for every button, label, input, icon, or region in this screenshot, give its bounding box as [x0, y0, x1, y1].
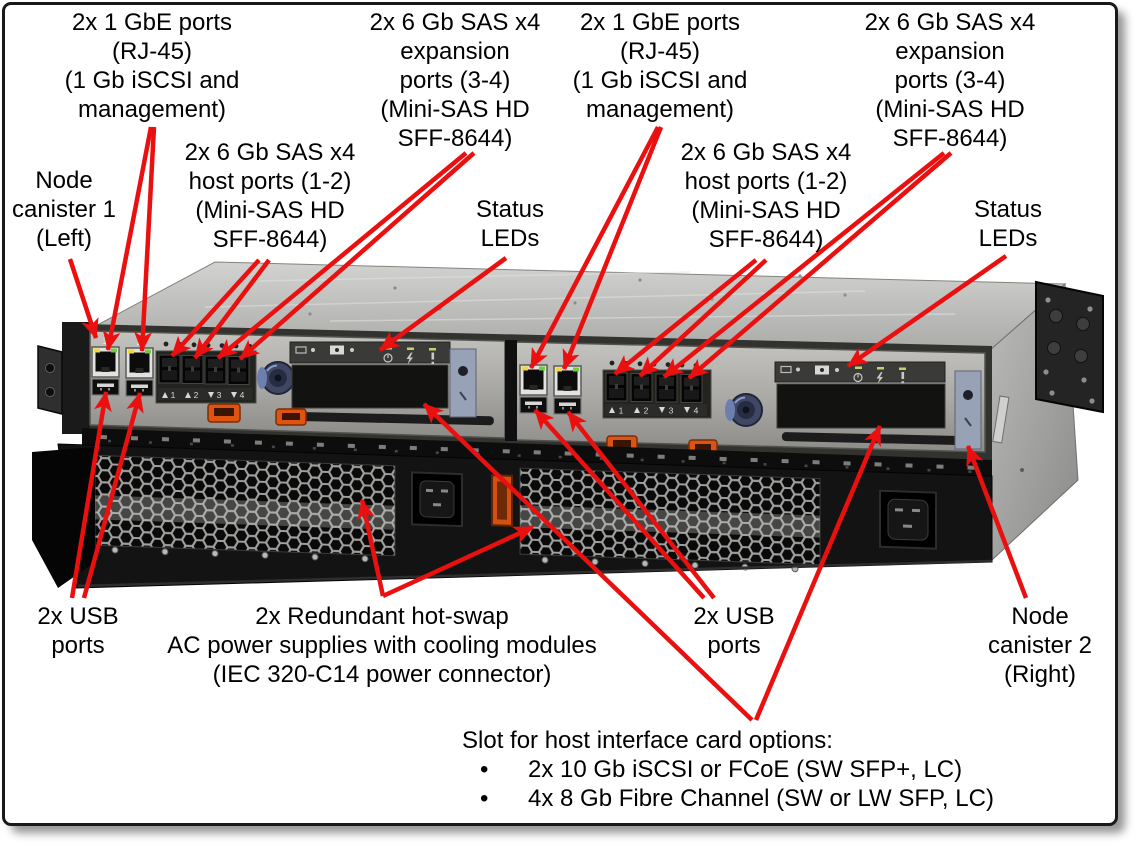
label-expansion-ports-right: 2x 6 Gb SAS x4 expansion ports (3-4) (Mi… [864, 9, 1036, 152]
label-status-leds-right: Status LEDs [973, 196, 1043, 252]
sas-port-2-canister-1 [181, 355, 204, 384]
rj45-port-1-canister-2 [519, 364, 548, 396]
left-bracket [37, 345, 63, 415]
arrow-usb-right-1 [533, 408, 706, 600]
arrow-hic-right [753, 425, 883, 721]
label-hic-slot-options: Slot for host interface card options: • … [462, 726, 994, 813]
sas-port-number: 2 [644, 406, 649, 416]
hic-slot-canister-2 [776, 383, 946, 429]
hic-slot-canister-1 [291, 364, 449, 409]
arrow-gbe-right-2 [561, 126, 664, 370]
arrow-status-right [846, 254, 1008, 368]
arrow-usb-left-2 [81, 392, 144, 599]
sas-port-number: 4 [240, 390, 245, 400]
annotation-arrows [67, 125, 1029, 722]
clock-icon [383, 353, 393, 363]
arrow-node-canister-2 [965, 445, 1029, 599]
rj45-port-1-canister-1 [91, 346, 120, 378]
usb-port-1-canister-2 [519, 396, 548, 414]
alert-icon [431, 352, 435, 365]
arrow-gbe-left-2 [134, 126, 157, 352]
arrow-exp-left-2 [238, 151, 476, 361]
canister-1-details: 1 2 [91, 336, 494, 426]
power-icon [876, 372, 883, 384]
arrow-usb-right-2 [566, 410, 716, 600]
sas-port-number: 1 [171, 390, 176, 400]
arrow-psu-1 [357, 499, 386, 597]
label-power-supplies: 2x Redundant hot-swap AC power supplies … [167, 603, 597, 688]
sas-port-number: 3 [669, 406, 674, 416]
sas-port-number: 1 [619, 406, 624, 416]
hic-option-2: • 4x 8 Gb Fibre Channel (SW or LW SFP, L… [480, 785, 994, 812]
label-host-ports-right: 2x 6 Gb SAS x4 host ports (1-2) (Mini-SA… [680, 139, 852, 253]
sas-port-3-canister-2 [655, 373, 678, 403]
release-latch-canister-1 [449, 348, 477, 418]
sas-port-number: 4 [694, 406, 699, 416]
sas-port-2-canister-2 [630, 373, 653, 402]
sas-port-1-canister-1 [158, 354, 181, 384]
chassis: 1 2 [32, 261, 1104, 589]
arrow-gbe-left-1 [102, 126, 154, 351]
arrow-status-left [378, 256, 508, 352]
status-led-icons-canister-1 [295, 345, 436, 365]
sas-port-1-canister-2 [605, 372, 628, 402]
label-usb-ports-left: 2x USB ports [37, 603, 119, 659]
canister-divider [505, 340, 517, 441]
arrow-host-right-1 [613, 258, 758, 376]
arrow-usb-left-1 [69, 391, 112, 599]
arrow-host-right-2 [638, 258, 768, 378]
release-latch-canister-2 [954, 370, 982, 450]
label-gbe-ports-right: 2x 1 GbE ports (RJ-45) (1 Gb iSCSI and m… [572, 9, 748, 123]
label-node-canister-1: Node canister 1 (Left) [11, 167, 117, 252]
rj45-port-2-canister-2 [553, 365, 582, 397]
bullet-glyph: • [480, 756, 489, 783]
status-led-strip-canister-1 [289, 341, 451, 364]
sas-port-3-canister-1 [204, 355, 227, 385]
power-inlet-psu-2 [879, 489, 937, 550]
status-led-icons-canister-2 [780, 365, 906, 384]
arrow-host-left-2 [193, 258, 271, 360]
arrow-exp-left-1 [216, 151, 468, 360]
power-inlet-psu-1 [411, 471, 463, 528]
label-gbe-ports-left: 2x 1 GbE ports (RJ-45) (1 Gb iSCSI and m… [64, 9, 240, 123]
arrow-hic-left [422, 402, 754, 722]
label-node-canister-2: Node canister 2 (Right) [987, 603, 1093, 688]
hic-option-1: • 2x 10 Gb iSCSI or FCoE (SW SFP+, LC) [480, 756, 963, 783]
hic-slot-title: Slot for host interface card options: [462, 727, 833, 754]
arrow-exp-right-2 [687, 151, 953, 380]
usb-port-2-canister-2 [553, 397, 582, 415]
psu-modules [51, 454, 937, 573]
alert-icon [901, 372, 905, 384]
rack-bracket [1035, 280, 1104, 414]
arrow-host-left-1 [170, 258, 261, 358]
gbe-port-number: 1 [102, 336, 107, 346]
sas-port-number: 3 [217, 390, 222, 400]
bullet-glyph: • [480, 785, 489, 812]
status-led-strip-canister-2 [774, 361, 946, 383]
arrow-gbe-right-1 [529, 125, 660, 370]
left-end-cap [62, 322, 90, 434]
label-status-leds-left: Status LEDs [475, 196, 545, 252]
clock-icon [853, 372, 863, 383]
label-host-ports-left: 2x 6 Gb SAS x4 host ports (1-2) (Mini-SA… [184, 139, 356, 253]
orange-latches-canister-1 [207, 403, 307, 426]
arrow-node-canister-1 [67, 258, 99, 339]
rj45-port-2-canister-1 [125, 347, 154, 379]
arrow-exp-right-1 [662, 151, 946, 379]
label-usb-ports-right: 2x USB ports [693, 603, 775, 659]
label-expansion-ports-left: 2x 6 Gb SAS x4 expansion ports (3-4) (Mi… [369, 9, 541, 152]
sas-port-number: 2 [194, 390, 199, 400]
side-rail-handle [992, 395, 1010, 444]
arrow-psu-2 [382, 524, 534, 599]
sas-port-4-canister-1 [227, 356, 250, 385]
power-icon [406, 352, 413, 365]
